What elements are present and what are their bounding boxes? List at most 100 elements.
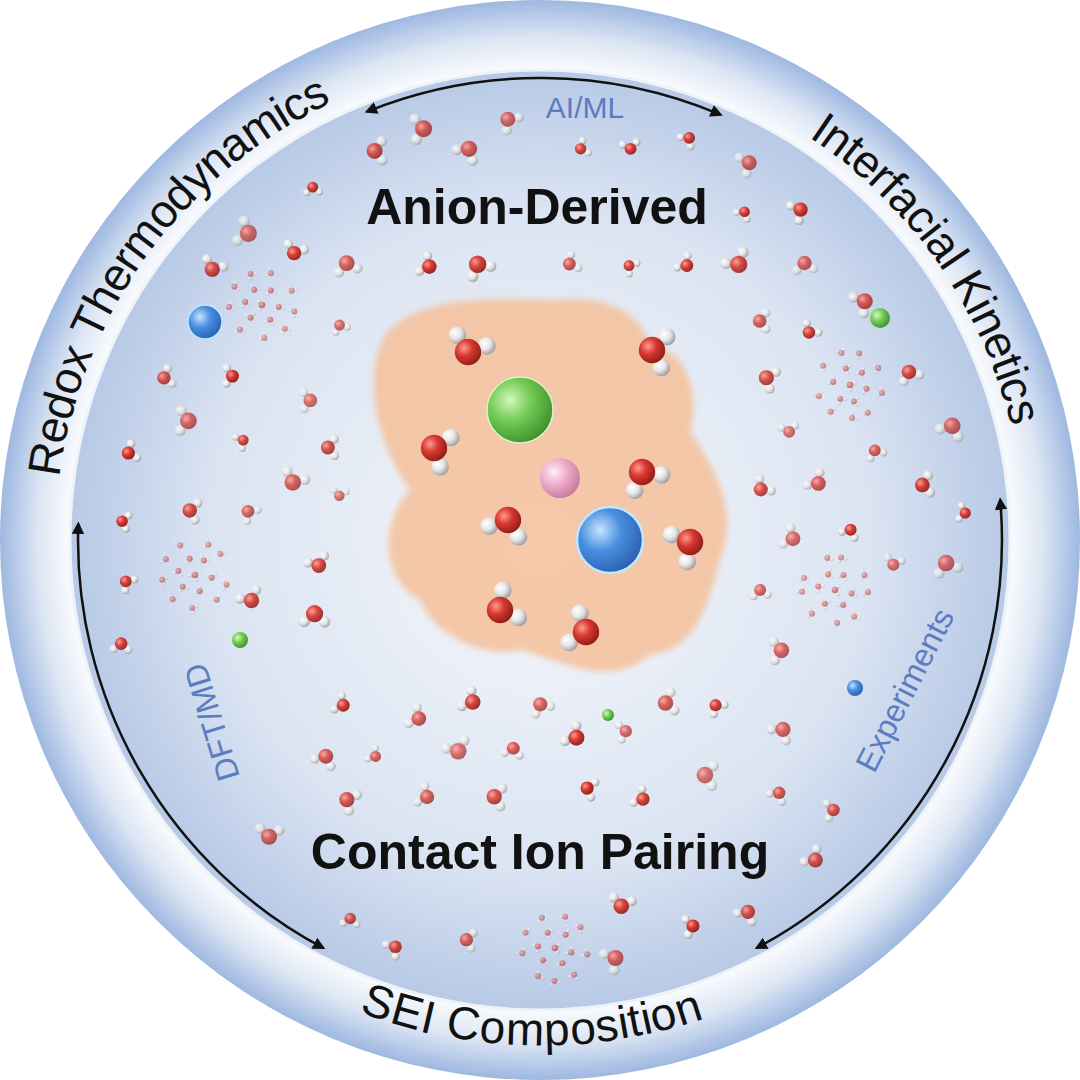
hydrogen-atom bbox=[567, 250, 576, 259]
hydrogen-atom bbox=[248, 301, 252, 305]
hydrogen-atom bbox=[683, 252, 692, 261]
oxygen-atom bbox=[450, 743, 467, 760]
oxygen-atom bbox=[267, 317, 273, 323]
hydrogen-atom bbox=[812, 844, 822, 854]
water-molecule bbox=[849, 587, 858, 598]
hydrogen-atom bbox=[292, 314, 296, 318]
water-molecule bbox=[750, 584, 772, 600]
hydrogen-atom bbox=[198, 585, 202, 589]
water-molecule bbox=[409, 114, 432, 145]
oxygen-atom bbox=[915, 478, 930, 493]
water-molecule bbox=[709, 699, 728, 718]
hydrogen-atom bbox=[337, 691, 346, 700]
oxygen-atom bbox=[248, 271, 254, 277]
hydrogen-atom bbox=[235, 593, 245, 603]
water-molecule bbox=[175, 405, 197, 436]
water-molecule bbox=[753, 308, 771, 333]
ion-sphere bbox=[602, 709, 614, 721]
oxygen-atom bbox=[242, 505, 255, 518]
oxygen-atom bbox=[680, 259, 693, 272]
hydrogen-atom bbox=[626, 270, 633, 277]
hydrogen-atom bbox=[862, 352, 866, 356]
water-molecule bbox=[274, 304, 285, 313]
water-clusters bbox=[159, 267, 885, 987]
water-molecule bbox=[216, 548, 227, 557]
oxygen-atom bbox=[231, 284, 237, 290]
water-molecule bbox=[550, 978, 561, 987]
water-molecule bbox=[873, 363, 881, 374]
water-molecule bbox=[382, 940, 402, 960]
oxygen-atom bbox=[775, 722, 790, 737]
oxygen-atom bbox=[875, 365, 881, 371]
water-molecule bbox=[935, 418, 964, 443]
water-molecule bbox=[851, 610, 860, 620]
oxygen-atom bbox=[809, 611, 815, 617]
oxygen-atom bbox=[545, 930, 551, 936]
water-molecule bbox=[768, 636, 789, 665]
oxygen-atom bbox=[461, 141, 477, 157]
water-molecule bbox=[568, 972, 579, 981]
hydrogen-atom bbox=[710, 710, 718, 718]
oxygen-atom bbox=[182, 503, 196, 517]
oxygen-atom bbox=[240, 225, 257, 242]
water-molecule bbox=[264, 317, 275, 326]
oxygen-atom bbox=[820, 363, 826, 369]
oxygen-atom bbox=[944, 418, 961, 435]
water-molecule bbox=[404, 703, 426, 728]
hydrogen-atom bbox=[796, 590, 800, 594]
hydrogen-atom bbox=[638, 785, 647, 794]
oxygen-atom bbox=[613, 898, 629, 914]
water-molecule bbox=[822, 600, 831, 610]
oxygen-atom bbox=[824, 555, 830, 561]
water-molecule bbox=[843, 364, 852, 375]
oxygen-atom bbox=[575, 143, 586, 154]
water-molecule bbox=[619, 138, 641, 154]
water-molecule bbox=[837, 396, 847, 405]
hydrogen-atom bbox=[546, 702, 555, 711]
oxygen-atom bbox=[754, 584, 766, 596]
hydrogen-atom bbox=[494, 582, 512, 600]
oxygen-atom bbox=[189, 605, 195, 611]
water-molecule bbox=[202, 538, 211, 548]
water-molecule bbox=[673, 252, 693, 272]
oxygen-atom bbox=[180, 413, 197, 430]
hydrogen-atom bbox=[451, 144, 462, 155]
water-molecule bbox=[330, 486, 349, 501]
water-molecule bbox=[364, 745, 381, 763]
water-molecule bbox=[861, 383, 869, 394]
hydrogen-atom bbox=[678, 553, 696, 571]
oxygen-atom bbox=[170, 596, 176, 602]
ring-letter: o bbox=[478, 999, 509, 1056]
water-molecule bbox=[537, 915, 548, 923]
oxygen-atom bbox=[859, 370, 865, 376]
hydrogen-atom bbox=[609, 965, 620, 976]
oxygen-atom bbox=[291, 309, 297, 315]
hydrogen-atom bbox=[585, 948, 589, 952]
oxygen-atom bbox=[857, 293, 873, 309]
oxygen-atom bbox=[851, 399, 857, 405]
hydrogen-atom bbox=[258, 337, 262, 341]
hydrogen-atom bbox=[848, 388, 852, 392]
oxygen-atom bbox=[261, 335, 267, 341]
oxygen-atom bbox=[827, 804, 840, 817]
oxygen-atom bbox=[562, 914, 568, 920]
water-molecule bbox=[258, 331, 267, 341]
hydrogen-atom bbox=[391, 952, 399, 960]
water-molecule bbox=[241, 299, 251, 308]
oxygen-atom bbox=[571, 972, 577, 978]
water-molecule bbox=[799, 844, 822, 867]
oxygen-atom bbox=[334, 320, 345, 331]
solvation-blob bbox=[374, 299, 728, 671]
hydrogen-atom bbox=[253, 506, 261, 514]
water-molecule bbox=[837, 572, 847, 581]
oxygen-atom bbox=[370, 751, 381, 762]
oxygen-atom bbox=[799, 589, 805, 595]
hydrogen-atom bbox=[516, 951, 520, 955]
oxygen-atom bbox=[487, 597, 513, 623]
method-label: DFT/MD bbox=[176, 659, 248, 786]
oxygen-atom bbox=[834, 620, 840, 626]
water-molecule bbox=[855, 350, 865, 359]
water-molecule bbox=[777, 422, 799, 438]
oxygen-atom bbox=[838, 350, 844, 356]
ring-letter: m bbox=[505, 1002, 545, 1058]
